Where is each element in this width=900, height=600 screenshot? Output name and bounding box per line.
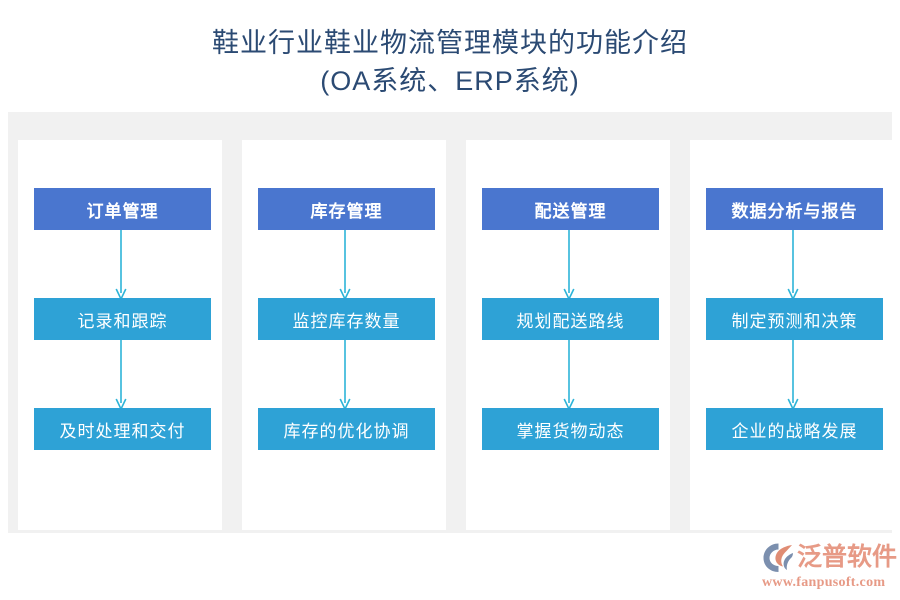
flow-step-box-3-1[interactable]: 规划配送路线 xyxy=(482,298,659,340)
brand-url: www.fanpusoft.com xyxy=(762,575,886,590)
brand-logo-row: 泛普软件 xyxy=(762,540,898,574)
flow-head-box-2[interactable]: 库存管理 xyxy=(258,188,435,230)
down-arrow-icon xyxy=(114,340,128,410)
down-arrow-icon xyxy=(786,230,800,300)
fanpu-logo-mark-icon xyxy=(762,542,795,573)
page-title-line-2: (OA系统、ERP系统) xyxy=(320,66,580,96)
down-arrow-icon xyxy=(114,230,128,300)
down-arrow-icon xyxy=(562,230,576,300)
flow-head-box-3[interactable]: 配送管理 xyxy=(482,188,659,230)
flow-column-3: 配送管理 规划配送路线 掌握货物动态 xyxy=(466,140,670,530)
brand-name: 泛普软件 xyxy=(797,543,898,571)
flow-step-box-2-2[interactable]: 库存的优化协调 xyxy=(258,408,435,450)
flow-step-box-1-2[interactable]: 及时处理和交付 xyxy=(34,408,211,450)
flow-column-1: 订单管理 记录和跟踪 及时处理和交付 xyxy=(18,140,222,530)
flow-step-box-1-1[interactable]: 记录和跟踪 xyxy=(34,298,211,340)
brand-logo[interactable]: 泛普软件 www.fanpusoft.com xyxy=(762,540,898,592)
flow-step-box-2-1[interactable]: 监控库存数量 xyxy=(258,298,435,340)
flow-head-box-1[interactable]: 订单管理 xyxy=(34,188,211,230)
flow-step-box-4-1[interactable]: 制定预测和决策 xyxy=(706,298,883,340)
flowchart-columns: 订单管理 记录和跟踪 及时处理和交付 库存管理 监控库存数量 xyxy=(18,140,894,530)
flow-head-box-4[interactable]: 数据分析与报告 xyxy=(706,188,883,230)
page-title-line-1: 鞋业行业鞋业物流管理模块的功能介绍 xyxy=(212,28,688,58)
down-arrow-icon xyxy=(338,230,352,300)
flow-step-box-3-2[interactable]: 掌握货物动态 xyxy=(482,408,659,450)
down-arrow-icon xyxy=(562,340,576,410)
page-title: 鞋业行业鞋业物流管理模块的功能介绍 (OA系统、ERP系统) xyxy=(0,24,900,100)
down-arrow-icon xyxy=(786,340,800,410)
down-arrow-icon xyxy=(338,340,352,410)
flow-column-4: 数据分析与报告 制定预测和决策 企业的战略发展 xyxy=(690,140,894,530)
flow-step-box-4-2[interactable]: 企业的战略发展 xyxy=(706,408,883,450)
flow-column-2: 库存管理 监控库存数量 库存的优化协调 xyxy=(242,140,446,530)
